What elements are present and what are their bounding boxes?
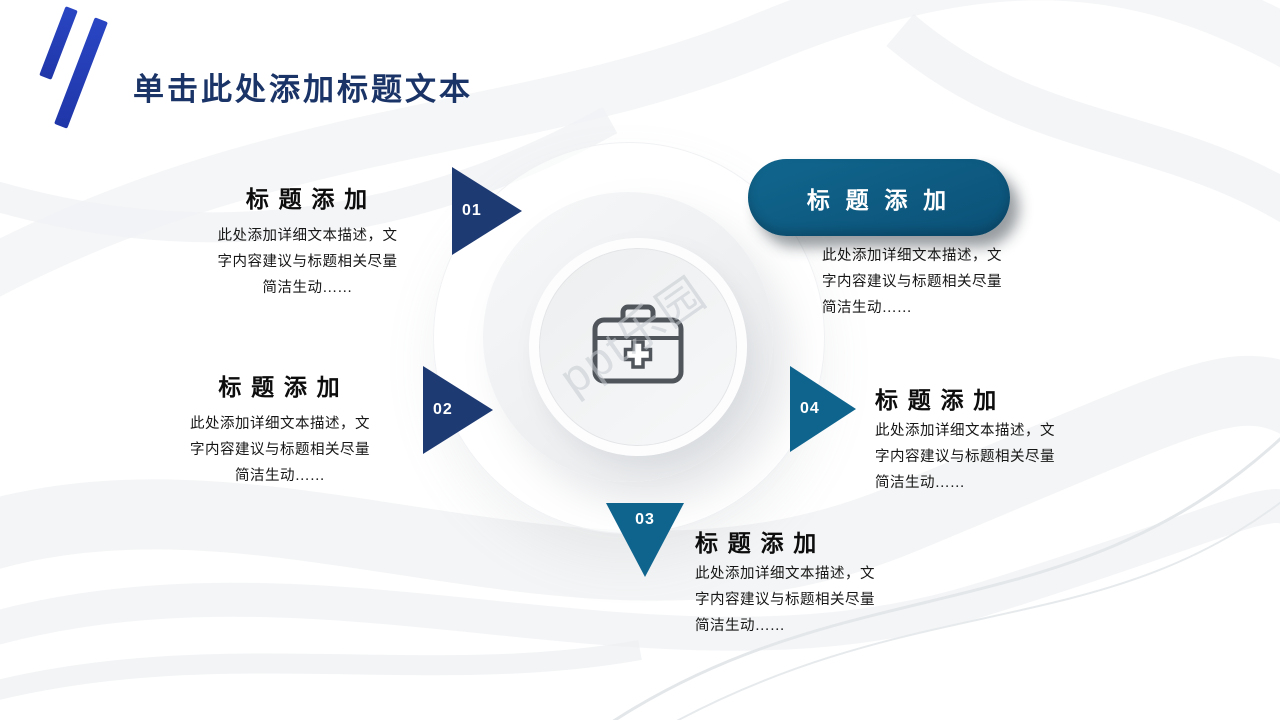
item-01-text-block: 标 题 添 加 此处添加详细文本描述，文 字内容建议与标题相关尽量 简洁生动……	[185, 180, 430, 301]
briefcase-medical-icon	[590, 303, 686, 392]
item-02-heading: 标 题 添 加	[218, 375, 342, 400]
item-04-heading-block: 标 题 添 加	[875, 381, 998, 425]
item-02-number: 02	[433, 401, 453, 418]
item-01-heading: 标 题 添 加	[245, 187, 370, 212]
item-01-number: 01	[462, 202, 482, 219]
item-03-heading: 标 题 添 加	[695, 531, 819, 556]
item-03-body: 此处添加详细文本描述，文 字内容建议与标题相关尽量 简洁生动……	[695, 566, 875, 634]
item-02-body: 此处添加详细文本描述，文 字内容建议与标题相关尽量 简洁生动……	[190, 416, 370, 484]
pill-heading: 标 题 添 加	[806, 187, 952, 213]
item-03-number: 03	[635, 511, 655, 528]
item-01-triangle-marker: 01	[452, 167, 522, 255]
slide-title: 单击此处添加标题文本	[133, 72, 473, 107]
item-03-text-block: 此处添加详细文本描述，文 字内容建议与标题相关尽量 简洁生动……	[695, 562, 935, 639]
item-02-triangle-marker: 02	[423, 366, 493, 454]
medallion-inner-circle	[529, 238, 747, 456]
item-04-triangle-marker: 04	[790, 366, 856, 452]
pill-body: 此处添加详细文本描述，文 字内容建议与标题相关尽量 简洁生动……	[822, 248, 1002, 316]
pill-heading-badge: 标 题 添 加	[748, 159, 1010, 236]
item-04-text-block: 此处添加详细文本描述，文 字内容建议与标题相关尽量 简洁生动……	[875, 419, 1120, 496]
item-04-body: 此处添加详细文本描述，文 字内容建议与标题相关尽量 简洁生动……	[875, 423, 1055, 491]
item-03-heading-block: 标 题 添 加	[695, 524, 818, 568]
pill-text-block: 此处添加详细文本描述，文 字内容建议与标题相关尽量 简洁生动……	[822, 244, 1067, 321]
item-02-text-block: 标 题 添 加 此处添加详细文本描述，文 字内容建议与标题相关尽量 简洁生动……	[155, 368, 405, 489]
item-03-triangle-marker: 03	[606, 503, 684, 577]
item-04-number: 04	[800, 400, 820, 417]
item-04-heading: 标 题 添 加	[875, 388, 999, 413]
item-01-body: 此处添加详细文本描述，文 字内容建议与标题相关尽量 简洁生动……	[217, 228, 398, 296]
